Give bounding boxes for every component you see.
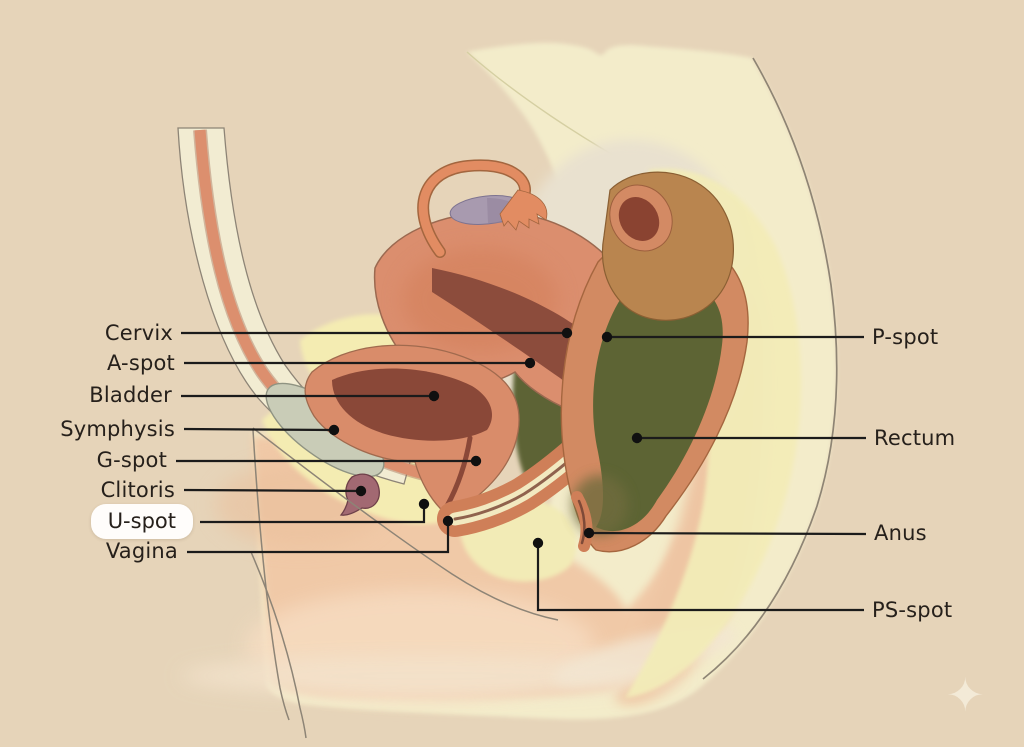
leader-symphysis bbox=[183, 427, 335, 432]
label-p-spot: P-spot bbox=[872, 325, 939, 349]
label-ps-spot: PS-spot bbox=[872, 598, 953, 622]
leader-u-spot bbox=[200, 505, 426, 524]
leader-lines bbox=[176, 331, 867, 612]
label-cervix: Cervix bbox=[104, 321, 173, 345]
label-a-spot: A-spot bbox=[106, 351, 175, 375]
label-rectum: Rectum bbox=[874, 426, 956, 450]
label-bladder: Bladder bbox=[89, 383, 172, 407]
label-symphysis: Symphysis bbox=[60, 417, 175, 441]
sigmoid-colon bbox=[601, 171, 734, 321]
rectal-canal bbox=[593, 279, 723, 532]
leader-anus bbox=[588, 531, 867, 536]
label-clitoris: Clitoris bbox=[100, 478, 175, 502]
anal-canal bbox=[571, 491, 593, 552]
fimbriae bbox=[499, 189, 548, 231]
fallopian-tube bbox=[417, 159, 548, 258]
label-vagina: Vagina bbox=[105, 539, 178, 563]
urethra bbox=[444, 435, 473, 509]
leader-dots bbox=[328, 327, 643, 549]
bladder bbox=[304, 344, 520, 515]
label-u-spot-highlight[interactable]: U-spot bbox=[90, 504, 193, 539]
label-g-spot: G-spot bbox=[96, 448, 167, 472]
body-contours bbox=[250, 427, 559, 739]
leader-vagina bbox=[187, 522, 450, 554]
sparkle-icon: ✦ bbox=[946, 668, 985, 722]
rectum bbox=[560, 171, 749, 553]
leader-ps-spot bbox=[536, 544, 864, 612]
leader-clitoris bbox=[183, 488, 362, 493]
label-anus: Anus bbox=[874, 521, 927, 545]
